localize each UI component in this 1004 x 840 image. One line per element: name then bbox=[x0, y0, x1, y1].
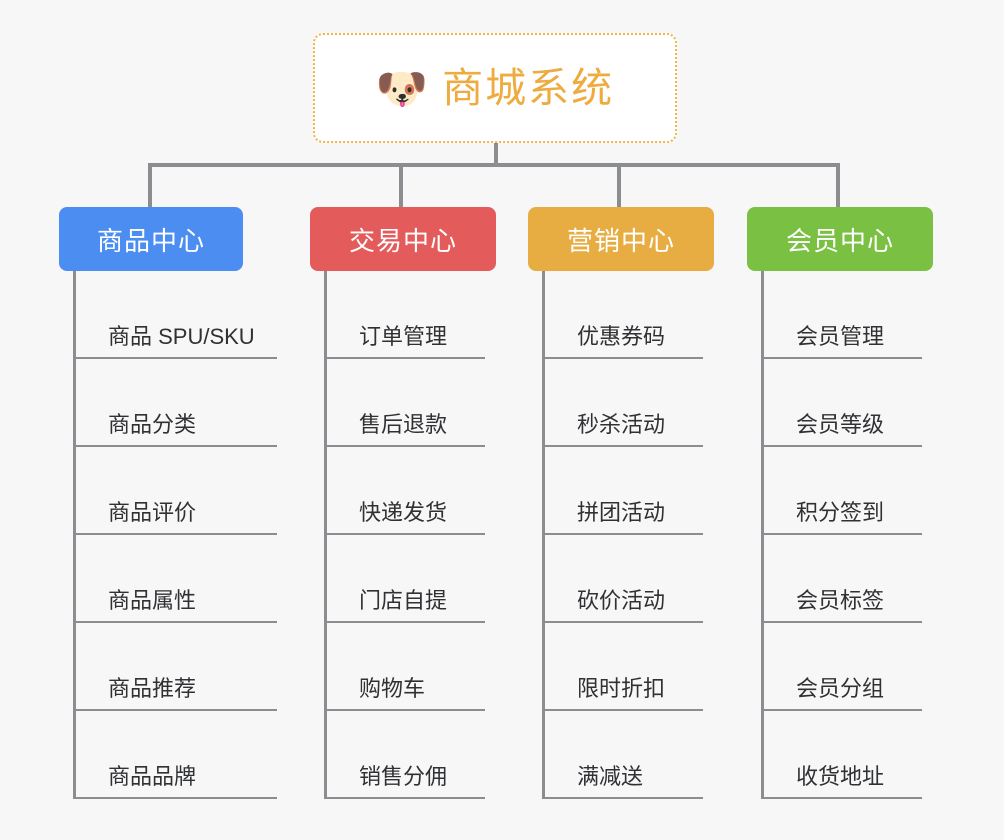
leaf-label: 会员标签 bbox=[796, 587, 885, 613]
leaf-item[interactable]: 会员分组 bbox=[764, 623, 922, 711]
leaf-item[interactable]: 收货地址 bbox=[764, 711, 922, 799]
branch-leaf-list-2: 订单管理 售后退款 快递发货 门店自提 购物车 销售分佣 bbox=[324, 271, 485, 799]
branch-header-4[interactable]: 会员中心 bbox=[747, 207, 933, 271]
branch-leaf-list-1: 商品 SPU/SKU 商品分类 商品评价 商品属性 商品推荐 商品品牌 bbox=[73, 271, 277, 799]
leaf-label: 收货地址 bbox=[796, 763, 885, 789]
leaf-item[interactable]: 商品推荐 bbox=[76, 623, 277, 711]
leaf-item[interactable]: 商品分类 bbox=[76, 359, 277, 447]
branch-leaf-list-3: 优惠券码 秒杀活动 拼团活动 砍价活动 限时折扣 满减送 bbox=[542, 271, 703, 799]
leaf-item[interactable]: 快递发货 bbox=[327, 447, 485, 535]
leaf-label: 会员管理 bbox=[796, 323, 885, 349]
leaf-item[interactable]: 会员管理 bbox=[764, 271, 922, 359]
connector-drop-3 bbox=[617, 163, 621, 207]
leaf-label: 商品评价 bbox=[108, 499, 197, 525]
connector-drop-2 bbox=[399, 163, 403, 207]
connector-horizontal-bus bbox=[148, 163, 838, 167]
branch-leaf-list-4: 会员管理 会员等级 积分签到 会员标签 会员分组 收货地址 bbox=[761, 271, 922, 799]
root-title: 商城系统 bbox=[442, 64, 615, 111]
leaf-label: 门店自提 bbox=[359, 587, 448, 613]
leaf-label: 购物车 bbox=[359, 675, 426, 701]
leaf-label: 商品推荐 bbox=[108, 675, 197, 701]
leaf-label: 快递发货 bbox=[359, 499, 448, 525]
leaf-item[interactable]: 商品属性 bbox=[76, 535, 277, 623]
leaf-item[interactable]: 购物车 bbox=[327, 623, 485, 711]
leaf-item[interactable]: 商品 SPU/SKU bbox=[76, 271, 277, 359]
branch-column-2: 交易中心 订单管理 售后退款 快递发货 门店自提 购物车 销售分佣 bbox=[310, 207, 496, 799]
leaf-item[interactable]: 会员等级 bbox=[764, 359, 922, 447]
leaf-label: 优惠券码 bbox=[577, 323, 666, 349]
leaf-label: 销售分佣 bbox=[359, 763, 448, 789]
leaf-item[interactable]: 销售分佣 bbox=[327, 711, 485, 799]
leaf-label: 商品品牌 bbox=[108, 763, 197, 789]
leaf-item[interactable]: 门店自提 bbox=[327, 535, 485, 623]
leaf-label: 积分签到 bbox=[796, 499, 885, 525]
leaf-item[interactable]: 砍价活动 bbox=[545, 535, 703, 623]
leaf-label: 会员等级 bbox=[796, 411, 885, 437]
leaf-item[interactable]: 订单管理 bbox=[327, 271, 485, 359]
connector-root-vertical bbox=[494, 143, 498, 165]
connector-drop-4 bbox=[836, 163, 840, 207]
leaf-label: 商品分类 bbox=[108, 411, 197, 437]
leaf-label: 秒杀活动 bbox=[577, 411, 666, 437]
leaf-label: 限时折扣 bbox=[577, 675, 666, 701]
leaf-item[interactable]: 秒杀活动 bbox=[545, 359, 703, 447]
leaf-item[interactable]: 满减送 bbox=[545, 711, 703, 799]
branch-column-1: 商品中心 商品 SPU/SKU 商品分类 商品评价 商品属性 商品推荐 商品品牌 bbox=[59, 207, 277, 799]
connector-drop-1 bbox=[148, 163, 152, 207]
leaf-label: 拼团活动 bbox=[577, 499, 666, 525]
leaf-label: 订单管理 bbox=[359, 323, 448, 349]
leaf-item[interactable]: 积分签到 bbox=[764, 447, 922, 535]
dog-face-icon: 🐶 bbox=[375, 65, 429, 112]
branch-column-3: 营销中心 优惠券码 秒杀活动 拼团活动 砍价活动 限时折扣 满减送 bbox=[528, 207, 714, 799]
branch-header-1[interactable]: 商品中心 bbox=[59, 207, 243, 271]
leaf-label: 会员分组 bbox=[796, 675, 885, 701]
leaf-label: 售后退款 bbox=[359, 411, 448, 437]
leaf-item[interactable]: 商品品牌 bbox=[76, 711, 277, 799]
branch-column-4: 会员中心 会员管理 会员等级 积分签到 会员标签 会员分组 收货地址 bbox=[747, 207, 933, 799]
leaf-label: 商品属性 bbox=[108, 587, 197, 613]
leaf-item[interactable]: 商品评价 bbox=[76, 447, 277, 535]
leaf-label: 砍价活动 bbox=[577, 587, 666, 613]
branch-header-2[interactable]: 交易中心 bbox=[310, 207, 496, 271]
branch-header-3[interactable]: 营销中心 bbox=[528, 207, 714, 271]
leaf-label: 商品 SPU/SKU bbox=[108, 323, 255, 349]
leaf-item[interactable]: 售后退款 bbox=[327, 359, 485, 447]
leaf-label: 满减送 bbox=[577, 763, 644, 789]
leaf-item[interactable]: 拼团活动 bbox=[545, 447, 703, 535]
leaf-item[interactable]: 会员标签 bbox=[764, 535, 922, 623]
root-node[interactable]: 🐶 商城系统 bbox=[313, 33, 677, 143]
leaf-item[interactable]: 限时折扣 bbox=[545, 623, 703, 711]
leaf-item[interactable]: 优惠券码 bbox=[545, 271, 703, 359]
